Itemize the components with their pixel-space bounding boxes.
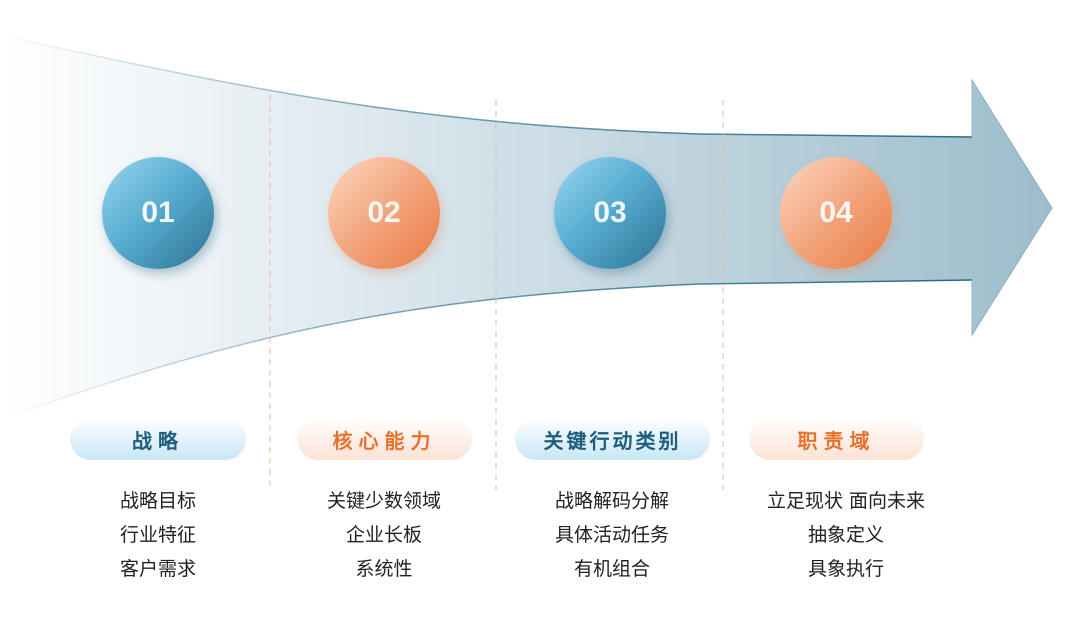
step-number-badge: 02 <box>328 157 440 269</box>
step-title: 职责域 <box>749 418 924 460</box>
step-item: 关键少数领域 <box>326 490 441 512</box>
step-item: 抽象定义 <box>807 524 884 546</box>
step-number-badge: 03 <box>554 157 666 269</box>
step-title: 战略 <box>70 418 246 460</box>
step-item: 系统性 <box>355 558 413 580</box>
step-number-badge: 04 <box>780 157 892 269</box>
step-item: 战略目标 <box>119 490 196 512</box>
step-item: 具象执行 <box>807 558 884 580</box>
step-item: 立足现状 面向未来 <box>766 490 926 512</box>
step-title: 关键行动类别 <box>515 418 710 460</box>
step-item: 企业长板 <box>345 524 422 546</box>
step-item: 有机组合 <box>573 558 650 580</box>
step-title: 核心能力 <box>297 418 472 460</box>
step-item: 客户需求 <box>119 558 196 580</box>
step-item: 行业特征 <box>119 524 196 546</box>
step-item: 具体活动任务 <box>554 524 669 546</box>
step-number-badge: 01 <box>102 157 214 269</box>
step-item: 战略解码分解 <box>554 490 669 512</box>
